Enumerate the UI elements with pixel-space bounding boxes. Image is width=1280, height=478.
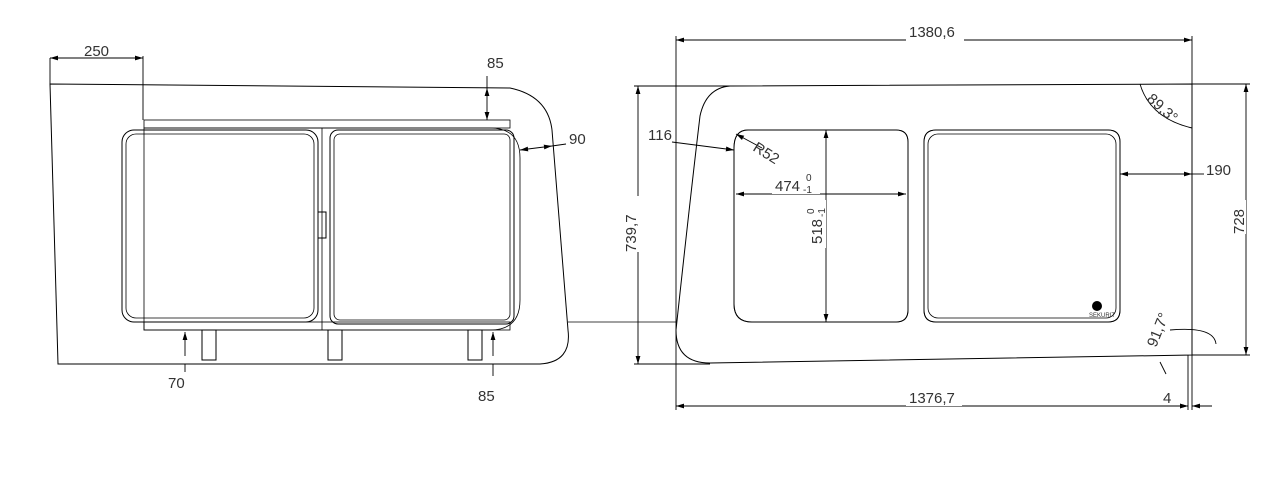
bracket-3 bbox=[467, 329, 483, 361]
svg-text:SEKURIT: SEKURIT bbox=[1089, 313, 1115, 319]
dim-116-line bbox=[671, 141, 735, 152]
dim-corner-offset-label: 116 bbox=[648, 127, 672, 144]
dim-opening-width-tol-lower: -1 bbox=[803, 185, 812, 196]
mesh-pane-inner bbox=[333, 133, 511, 321]
dim-top-frame-label: 85 bbox=[487, 55, 504, 72]
mesh-pane bbox=[329, 129, 515, 325]
frame-bottom-band bbox=[143, 321, 511, 331]
angle-bottom-tick bbox=[1159, 361, 1167, 375]
left-glass-pane-inner bbox=[125, 133, 315, 319]
right-view: SEKURIT 1380,6 1376,7 4 739,7 728 116 bbox=[623, 24, 1250, 410]
panel-outline bbox=[49, 83, 569, 365]
dim-90-line bbox=[519, 144, 553, 152]
dim-overall-width-top-label: 1380,6 bbox=[909, 24, 955, 41]
sekurit-logo: SEKURIT bbox=[1089, 301, 1115, 319]
left-glass-pane bbox=[121, 129, 319, 323]
angle-top-label: 89,3° bbox=[1143, 90, 1181, 126]
dim-opening-width-tol-upper: 0 bbox=[806, 173, 812, 184]
left-opening-outline bbox=[733, 129, 909, 323]
frame-top-band bbox=[143, 119, 511, 129]
angle-bottom-label: 91,7° bbox=[1144, 310, 1173, 349]
dim-opening-height-label: 518 bbox=[809, 219, 826, 244]
dim-bottom-right-label: 85 bbox=[478, 388, 495, 405]
dim-90-leader bbox=[551, 143, 567, 147]
left-view: 250 85 90 70 85 bbox=[49, 43, 586, 405]
dim-right-offset-label: 190 bbox=[1206, 162, 1231, 179]
radius-label: R52 bbox=[750, 139, 782, 168]
angle-bottom-arc bbox=[1169, 328, 1217, 345]
frame-outline bbox=[143, 127, 521, 331]
angle-top-arc bbox=[1139, 83, 1193, 129]
dim-top-width-label: 250 bbox=[84, 43, 109, 60]
dim-side-frame-label: 90 bbox=[569, 131, 586, 148]
bracket-2 bbox=[327, 329, 343, 361]
dim-offset-bottom-label: 4 bbox=[1163, 390, 1171, 407]
bracket-1 bbox=[201, 329, 217, 361]
right-opening-inner bbox=[927, 133, 1117, 319]
dim-bottom-left-label: 70 bbox=[168, 375, 185, 392]
dim-height-right-label: 728 bbox=[1231, 209, 1248, 234]
dim-opening-height-tol-upper: 0 bbox=[806, 208, 817, 214]
dim-opening-height-tol-lower: -1 bbox=[817, 208, 828, 217]
dim-height-left-label: 739,7 bbox=[623, 214, 640, 252]
dim-opening-width-label: 474 bbox=[775, 178, 800, 195]
dim-overall-width-bottom-label: 1376,7 bbox=[909, 390, 955, 407]
right-opening-outline bbox=[923, 129, 1121, 323]
radius-leader bbox=[735, 133, 763, 149]
